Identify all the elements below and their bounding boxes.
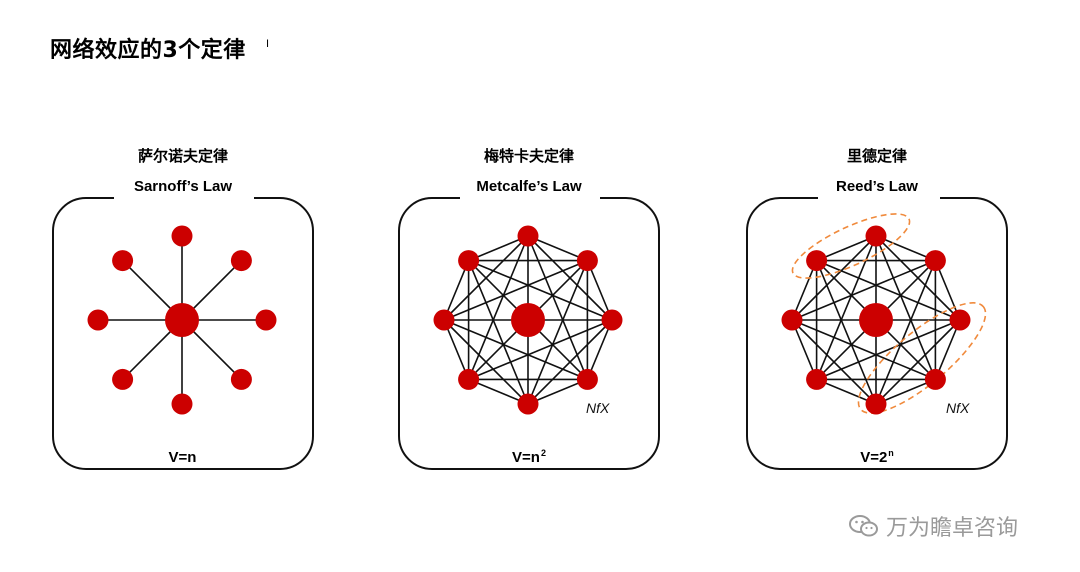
outer-node	[806, 368, 828, 390]
edge	[816, 235, 877, 262]
outer-node	[517, 393, 539, 415]
watermark-text: 万为瞻卓咨询	[886, 516, 1019, 541]
outer-node	[601, 309, 623, 331]
edge	[815, 260, 877, 405]
edge	[875, 378, 936, 405]
center-node	[511, 303, 545, 337]
law-frame	[398, 195, 660, 470]
edge	[468, 378, 529, 405]
outer-node	[865, 393, 887, 415]
outer-node	[924, 368, 946, 390]
network-graph	[87, 225, 277, 415]
law-name-zh: 梅特卡夫定律	[483, 147, 574, 165]
edge	[791, 319, 877, 405]
outer-node	[781, 309, 803, 331]
law-name-en: Reed’s Law	[836, 178, 918, 195]
edge	[791, 260, 818, 321]
watermark: 万为瞻卓咨询	[848, 510, 1018, 542]
law-panel-reed: 里德定律 Reed’s Law NfX V=2n	[746, 140, 1008, 480]
page-title: 网络效应的3个定律	[50, 38, 246, 63]
edge	[527, 378, 588, 405]
law-name-en: Metcalfe’s Law	[476, 178, 582, 195]
edge	[875, 235, 936, 262]
edge	[443, 319, 529, 405]
title-mark: I	[266, 38, 270, 50]
outer-node	[112, 368, 134, 390]
outer-node	[112, 250, 134, 272]
outer-node	[458, 250, 480, 272]
law-formula: V=n	[168, 449, 197, 466]
law-frame	[52, 195, 314, 470]
outer-node	[517, 225, 539, 247]
outer-node	[255, 309, 277, 331]
outer-node	[433, 309, 455, 331]
edge	[468, 259, 613, 321]
outer-node	[171, 225, 193, 247]
edge	[816, 378, 877, 405]
edge	[467, 260, 529, 405]
outer-node	[576, 250, 598, 272]
edge-group	[443, 235, 613, 405]
law-name-zh: 萨尔诺夫定律	[137, 147, 228, 165]
law-name-en: Sarnoff’s Law	[133, 178, 233, 195]
edge	[586, 260, 613, 321]
outer-node	[924, 250, 946, 272]
outer-node	[949, 309, 971, 331]
law-panel-sarnoff: 萨尔诺夫定律 Sarnoff’s Law V=n	[52, 140, 314, 480]
nfx-mark: NfX	[946, 400, 970, 416]
group-ellipse	[857, 302, 987, 414]
edge	[934, 319, 961, 380]
law-frame	[746, 195, 1008, 470]
network-graph	[433, 225, 623, 415]
outer-node	[806, 250, 828, 272]
edge	[527, 235, 588, 262]
outer-node	[576, 368, 598, 390]
edge	[816, 259, 961, 321]
edge	[934, 260, 961, 321]
edge	[468, 235, 529, 262]
outer-node	[865, 225, 887, 247]
edge	[791, 319, 818, 380]
law-formula: V=n2	[512, 448, 546, 466]
edge	[443, 319, 470, 380]
law-name-zh: 里德定律	[846, 147, 907, 165]
outer-node	[230, 368, 252, 390]
law-formula: V=2n	[860, 448, 894, 466]
network-graph	[781, 213, 987, 415]
center-node	[165, 303, 199, 337]
group-ellipse	[791, 213, 911, 279]
outer-node	[230, 250, 252, 272]
edge	[443, 260, 470, 321]
nfx-mark: NfX	[586, 400, 610, 416]
center-node	[859, 303, 893, 337]
edge	[586, 319, 613, 380]
outer-node	[171, 393, 193, 415]
outer-node	[458, 368, 480, 390]
law-panel-metcalfe: 梅特卡夫定律 Metcalfe’s Law NfX V=n2	[398, 140, 660, 480]
wechat-icon	[849, 515, 878, 537]
outer-node	[87, 309, 109, 331]
